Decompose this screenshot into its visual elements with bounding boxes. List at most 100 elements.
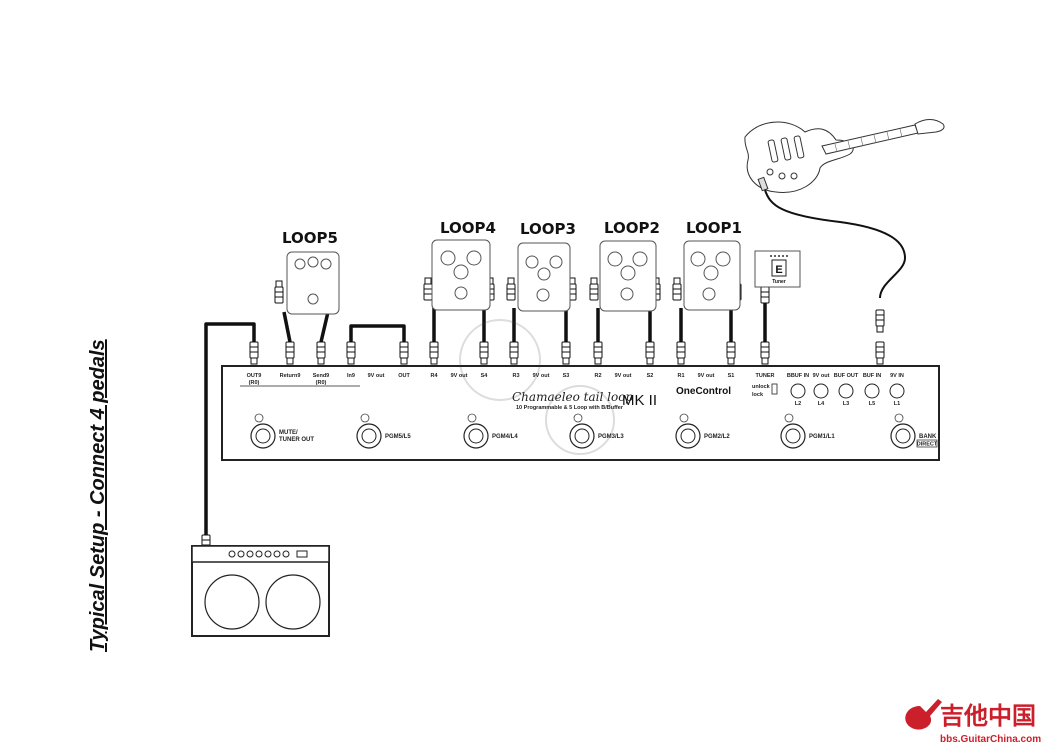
jack-label: R2 (594, 373, 601, 379)
jack-label: OUT9 (247, 373, 262, 379)
jack-plug (672, 277, 682, 301)
jack-plug (676, 341, 686, 365)
pedal-loop2 (599, 240, 657, 312)
footswitch[interactable]: PGM1/L1 (780, 413, 835, 449)
footswitch-inner[interactable] (895, 428, 911, 444)
jack-label: BUF IN (863, 373, 881, 379)
lock-label: lock (752, 392, 764, 398)
jack-label: 9V out (368, 373, 385, 379)
cable-out-to-amp (204, 322, 256, 535)
footswitch[interactable]: PGM4/L4 (463, 413, 518, 449)
jack-plug (589, 277, 599, 301)
loop4-label: LOOP4 (440, 219, 496, 237)
footswitch-led (679, 413, 689, 423)
cable-loop5-return (282, 311, 292, 343)
jack-label: S4 (481, 373, 489, 379)
jack-label: OUT (398, 373, 410, 379)
footswitch-inner[interactable] (680, 428, 696, 444)
jack-plug (509, 341, 519, 365)
jack-plug (316, 341, 326, 365)
footswitch[interactable]: BANK DIRECT (890, 413, 938, 449)
jack-plug (429, 341, 439, 365)
footswitch-led (360, 413, 370, 423)
tuner-label: Tuner (772, 279, 786, 285)
site-watermark: 吉他中国 bbs.GuitarChina.com (905, 699, 1041, 745)
jack-sublabel: L1 (894, 401, 900, 407)
jack-plug (645, 341, 655, 365)
footswitch-label: PGM5/L5 (385, 434, 411, 440)
jack-plug (561, 341, 571, 365)
jack-label: BUF OUT (834, 373, 859, 379)
loop5-label: LOOP5 (282, 229, 338, 247)
cables (204, 302, 767, 535)
pedals (286, 239, 741, 315)
jack-label: 9V out (533, 373, 550, 379)
watermark-text: 吉他中国 (940, 703, 1036, 730)
jack-label: TUNER (756, 373, 775, 379)
footswitch[interactable]: PGM5/L5 (356, 413, 411, 449)
footswitch[interactable]: MUTE/TUNER OUT (250, 413, 314, 449)
footswitch[interactable]: PGM3/L3 (569, 413, 624, 449)
pedal-loop4 (431, 239, 491, 311)
jack-sublabel: L5 (869, 401, 875, 407)
tuner: E Tuner (754, 250, 801, 288)
pedal-loop5 (286, 251, 340, 315)
jack-label: 9V IN (890, 373, 904, 379)
jack-socket (889, 383, 905, 399)
amp-speaker-right (265, 574, 321, 630)
jack-plug (285, 341, 295, 365)
bank-badge: DIRECT (917, 442, 938, 448)
jack-plug (346, 341, 356, 365)
brand-script: Chamaeleo tail loop (512, 390, 633, 404)
footswitch-label: BANK (919, 434, 937, 440)
maker-logo: OneControl (676, 386, 731, 397)
pedal-loop1 (683, 240, 741, 311)
footswitch-inner[interactable] (785, 428, 801, 444)
jack-sublabel: L4 (818, 401, 825, 407)
jack-label: R4 (430, 373, 438, 379)
footswitch-inner[interactable] (468, 428, 484, 444)
jack-plug (249, 341, 259, 365)
jack-socket (790, 383, 806, 399)
footswitch-inner[interactable] (574, 428, 590, 444)
pedal-loop3 (517, 242, 571, 312)
guitar (744, 119, 945, 193)
jack-label: In9 (347, 373, 355, 379)
jack-plug (506, 277, 516, 301)
footswitch-label: PGM2/L2 (704, 434, 730, 440)
jack-label: R3 (512, 373, 519, 379)
loop1-label: LOOP1 (686, 219, 742, 237)
jack-socket (864, 383, 880, 399)
stamp-watermark (459, 319, 615, 455)
jack-label: Send9 (313, 373, 330, 379)
setup-title: Typical Setup - Connect 4 pedals (87, 339, 109, 652)
guitar-headstock (914, 119, 945, 135)
cable-jumper (349, 324, 406, 342)
footswitch-led (573, 413, 583, 423)
jack-socket (813, 383, 829, 399)
footswitch-label: MUTE/TUNER OUT (279, 430, 314, 443)
cable-guitar (764, 189, 907, 299)
footswitch-inner[interactable] (361, 428, 377, 444)
lock-switch[interactable] (771, 383, 778, 395)
jack-sublabel: L3 (843, 401, 849, 407)
jack-sublabel: (R0) (249, 380, 260, 386)
bank-badge-box (916, 439, 938, 448)
jack-label: 9V out (451, 373, 468, 379)
footswitch-inner[interactable] (255, 428, 271, 444)
jack-label: S2 (647, 373, 654, 379)
jack-label: 9V out (615, 373, 632, 379)
footswitch[interactable]: PGM2/L2 (675, 413, 730, 449)
jack-plug (593, 341, 603, 365)
jack-label: BBUF IN (787, 373, 809, 379)
jack-sublabel: L2 (795, 401, 801, 407)
footswitch-led (467, 413, 477, 423)
jack-label: S3 (563, 373, 570, 379)
jack-plug (760, 341, 770, 365)
jack-socket (838, 383, 854, 399)
jack-plug (479, 341, 489, 365)
jack-plug (423, 277, 433, 301)
